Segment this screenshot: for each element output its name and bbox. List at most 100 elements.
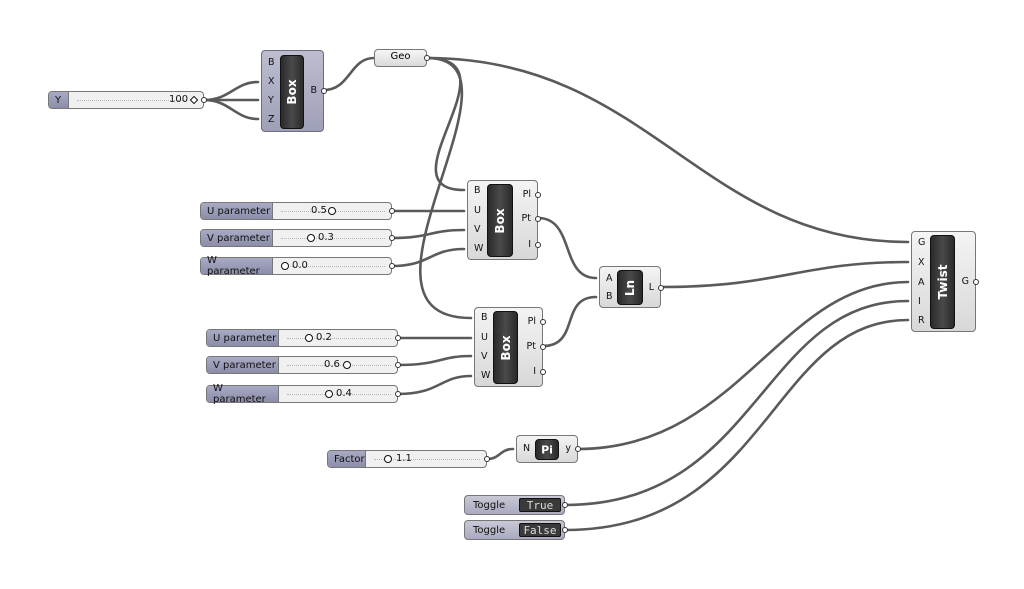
wire-false-to-twist-r: [563, 318, 910, 532]
toggle-true[interactable]: Toggle True: [464, 495, 568, 515]
w-parameter-slider-2[interactable]: W parameter 0.4: [206, 383, 401, 405]
slider-label: U parameter: [201, 203, 273, 219]
port-b[interactable]: B: [606, 291, 613, 302]
v-parameter-slider-2[interactable]: V parameter 0.6: [206, 356, 401, 374]
output-grip-icon[interactable]: [535, 192, 541, 198]
port-pt[interactable]: Pt: [521, 213, 531, 224]
port-i[interactable]: I: [528, 239, 531, 250]
slider-grip-icon[interactable]: [281, 262, 289, 270]
component-title: Box: [493, 207, 507, 234]
pi-component[interactable]: N Pi y: [516, 435, 581, 463]
wire-geo-to-twist-g: [425, 56, 910, 244]
port-b-out[interactable]: B: [310, 85, 317, 96]
port-b[interactable]: B: [481, 312, 488, 323]
output-grip-icon[interactable]: [973, 279, 979, 285]
output-grip-icon[interactable]: [395, 391, 401, 397]
output-grip-icon[interactable]: [540, 319, 546, 325]
component-title: Box: [285, 79, 299, 105]
port-v[interactable]: V: [481, 351, 488, 362]
wire-v-mid: [390, 228, 466, 240]
port-pl[interactable]: Pl: [522, 189, 531, 200]
component-title: Box: [498, 334, 513, 361]
port-i[interactable]: I: [918, 296, 921, 307]
port-a[interactable]: A: [918, 277, 925, 288]
wire-y-to-x: [202, 80, 260, 102]
twist-component[interactable]: G X A I R Twist G: [911, 231, 979, 332]
port-u[interactable]: U: [481, 332, 488, 343]
factor-slider[interactable]: Factor 1.1: [327, 450, 490, 468]
slider-grip-icon[interactable]: [189, 95, 199, 105]
wire-y-to-z: [202, 98, 260, 121]
wire-pt-mid-to-ln-a: [536, 216, 598, 280]
line-component[interactable]: A B Ln L: [599, 266, 664, 308]
output-grip-icon[interactable]: [658, 285, 664, 291]
output-grip-icon[interactable]: [424, 55, 430, 61]
port-w[interactable]: W: [481, 370, 491, 381]
port-z[interactable]: Z: [268, 114, 275, 125]
slider-grip-icon[interactable]: [305, 334, 313, 342]
port-y[interactable]: Y: [268, 95, 274, 106]
port-g-out[interactable]: G: [961, 276, 969, 287]
slider-value: 0.3: [318, 232, 334, 243]
slider-value: 0.2: [316, 332, 332, 343]
wire-v-low: [396, 354, 473, 367]
port-b[interactable]: B: [268, 57, 275, 68]
wire-true-to-twist-i: [563, 299, 910, 507]
u-parameter-slider[interactable]: U parameter 0.5: [200, 202, 395, 220]
box-component-lower[interactable]: B U V W Box Pl Pt I: [474, 307, 546, 387]
wire-ln-to-twist-x: [659, 260, 910, 289]
port-r[interactable]: R: [918, 315, 925, 326]
wire-box-to-geo: [322, 56, 376, 92]
port-pl[interactable]: Pl: [527, 316, 536, 327]
output-grip-icon[interactable]: [395, 335, 401, 341]
port-n[interactable]: N: [523, 443, 531, 454]
output-grip-icon[interactable]: [389, 263, 395, 269]
port-l[interactable]: L: [648, 282, 654, 293]
output-grip-icon[interactable]: [540, 369, 546, 375]
output-grip-icon[interactable]: [535, 216, 541, 222]
slider-label: W parameter: [207, 383, 279, 405]
port-i[interactable]: I: [533, 366, 536, 377]
port-x[interactable]: X: [268, 76, 275, 87]
slider-grip-icon[interactable]: [328, 207, 336, 215]
port-w[interactable]: W: [474, 243, 484, 254]
component-core: Box: [487, 184, 513, 257]
v-parameter-slider[interactable]: V parameter 0.3: [200, 229, 395, 247]
port-u[interactable]: U: [474, 205, 481, 216]
output-grip-icon[interactable]: [562, 502, 568, 508]
toggle-false[interactable]: Toggle False: [464, 520, 568, 540]
port-x[interactable]: X: [918, 257, 925, 268]
toggle-state[interactable]: True: [519, 498, 561, 512]
port-a[interactable]: A: [606, 273, 613, 284]
output-grip-icon[interactable]: [395, 362, 401, 368]
box-component-middle[interactable]: B U V W Box Pl Pt I: [467, 180, 541, 260]
wire-pi-to-twist-a: [576, 280, 910, 451]
output-grip-icon[interactable]: [389, 208, 395, 214]
toggle-state[interactable]: False: [519, 523, 561, 537]
output-grip-icon[interactable]: [575, 446, 581, 452]
output-grip-icon[interactable]: [321, 88, 327, 94]
w-parameter-slider[interactable]: W parameter 0.0: [200, 255, 395, 277]
geo-parameter[interactable]: Geo: [374, 49, 430, 67]
output-grip-icon[interactable]: [535, 242, 541, 248]
port-pt[interactable]: Pt: [526, 341, 536, 352]
output-grip-icon[interactable]: [562, 527, 568, 533]
slider-grip-icon[interactable]: [325, 390, 333, 398]
output-grip-icon[interactable]: [201, 97, 207, 103]
slider-grip-icon[interactable]: [343, 361, 351, 369]
slider-grip-icon[interactable]: [307, 234, 315, 242]
output-grip-icon[interactable]: [484, 456, 490, 462]
output-grip-icon[interactable]: [540, 344, 546, 350]
output-grip-icon[interactable]: [389, 235, 395, 241]
port-g[interactable]: G: [918, 237, 926, 248]
y-number-slider[interactable]: Y 100: [48, 91, 207, 109]
slider-value: 1.1: [396, 453, 412, 464]
u-parameter-slider-2[interactable]: U parameter 0.2: [206, 329, 401, 347]
slider-grip-icon[interactable]: [384, 455, 392, 463]
port-v[interactable]: V: [474, 224, 481, 235]
box-component-top[interactable]: B X Y Z Box B: [261, 50, 327, 132]
port-b[interactable]: B: [474, 185, 481, 196]
port-y[interactable]: y: [565, 443, 571, 454]
toggle-label: Toggle: [473, 500, 506, 511]
